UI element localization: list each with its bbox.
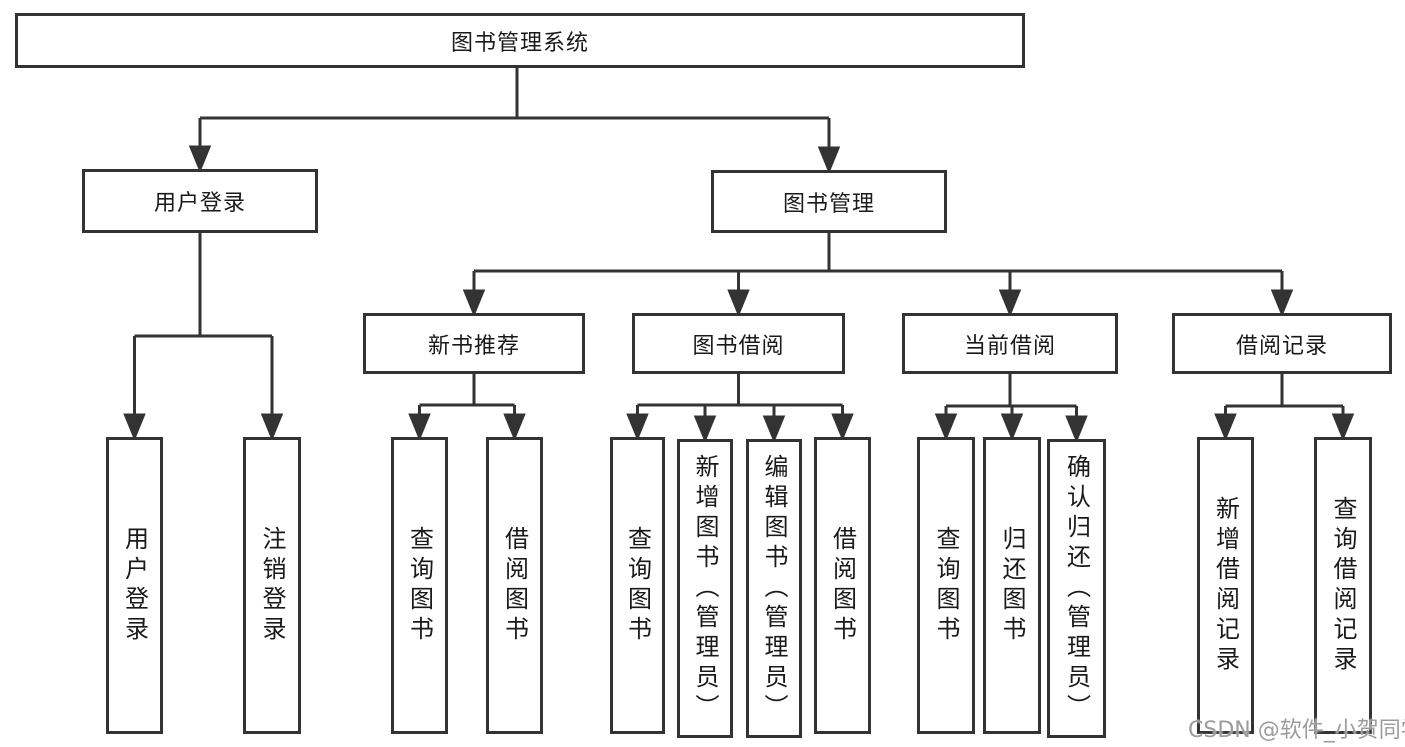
arrow-down-icon [934,413,958,441]
node-book-mgmt-label: 图书管理 [782,191,875,217]
node-br-add-record: 新增借阅记录 [1197,437,1254,734]
node-cb-return-book-label: 归还图书 [998,525,1026,646]
arrow-down-icon [1000,413,1024,441]
connector-root-to-level2 [188,67,841,174]
node-current-borrow: 当前借阅 [902,313,1118,374]
node-root: 图书管理系统 [15,13,1025,68]
node-nb-query-book: 查询图书 [391,437,448,734]
arrow-down-icon [693,415,717,443]
arrow-down-icon [817,146,841,174]
node-br-add-record-label: 新增借阅记录 [1211,495,1240,676]
arrow-down-icon [260,413,284,441]
arrow-down-icon [188,145,212,173]
node-borrow-records: 借阅记录 [1172,313,1392,374]
node-cb-confirm-return: 确认归还︵管理员︶ [1047,439,1106,738]
node-new-book-rec-label: 新书推荐 [427,333,520,359]
arrow-down-icon [1270,289,1294,317]
arrow-down-icon [408,413,431,441]
connector-user-login-children [123,233,284,441]
node-user-login-action: 用户登录 [106,437,163,734]
arrow-down-icon [831,413,854,441]
node-borrow-records-label: 借阅记录 [1235,333,1328,359]
connector-book-mgmt-to-level3 [462,233,1294,317]
node-cb-query-book: 查询图书 [917,437,975,734]
node-nb-borrow-book: 借阅图书 [486,437,543,734]
arrow-down-icon [1331,413,1355,441]
node-nb-query-book-label: 查询图书 [405,525,434,646]
node-logout-label: 注销登录 [258,525,286,646]
arrow-down-icon [123,413,146,441]
node-bb-add-book: 新增图书︵管理员︶ [677,439,733,738]
arrow-down-icon [727,289,750,317]
node-br-query-record: 查询借阅记录 [1314,437,1372,734]
node-bb-add-book-label: 新增图书︵管理员︶ [691,453,719,724]
connector-new-book-rec-children [408,374,526,441]
arrow-down-icon [626,413,649,441]
node-br-query-record-label: 查询借阅记录 [1329,495,1357,676]
node-bb-borrow-book-label: 借阅图书 [828,525,857,646]
node-bb-query-book: 查询图书 [610,437,665,734]
node-root-label: 图书管理系统 [450,30,589,56]
node-logout: 注销登录 [243,437,301,734]
node-bb-edit-book-label: 编辑图书︵管理员︶ [760,453,788,724]
node-bb-edit-book: 编辑图书︵管理员︶ [746,439,802,738]
watermark: CSDN @软件_小贺同学 [1188,718,1405,743]
node-cb-query-book-label: 查询图书 [932,525,960,646]
arrow-down-icon [1214,413,1237,441]
arrow-down-icon [1065,415,1088,443]
node-user-login-label: 用户登录 [153,191,246,216]
node-bb-query-book-label: 查询图书 [623,525,652,646]
connector-book-borrow-children [626,374,854,443]
node-book-mgmt: 图书管理 [711,170,947,233]
connector-current-borrow-children [934,374,1088,443]
node-user-login-action-label: 用户登录 [120,525,149,646]
node-cb-return-book: 归还图书 [983,437,1041,734]
arrow-down-icon [762,415,786,443]
node-nb-borrow-book-label: 借阅图书 [500,525,529,646]
node-current-borrow-label: 当前借阅 [963,333,1056,359]
arrow-down-icon [998,289,1022,317]
node-book-borrow-label: 图书借阅 [692,333,785,359]
arrow-down-icon [503,413,526,441]
node-book-borrow: 图书借阅 [632,313,845,374]
connector-borrow-records-children [1214,374,1355,441]
arrow-down-icon [462,289,486,317]
node-new-book-rec: 新书推荐 [363,313,585,374]
node-cb-confirm-return-label: 确认归还︵管理员︶ [1062,453,1091,724]
node-user-login: 用户登录 [82,169,318,233]
node-bb-borrow-book: 借阅图书 [814,437,871,734]
